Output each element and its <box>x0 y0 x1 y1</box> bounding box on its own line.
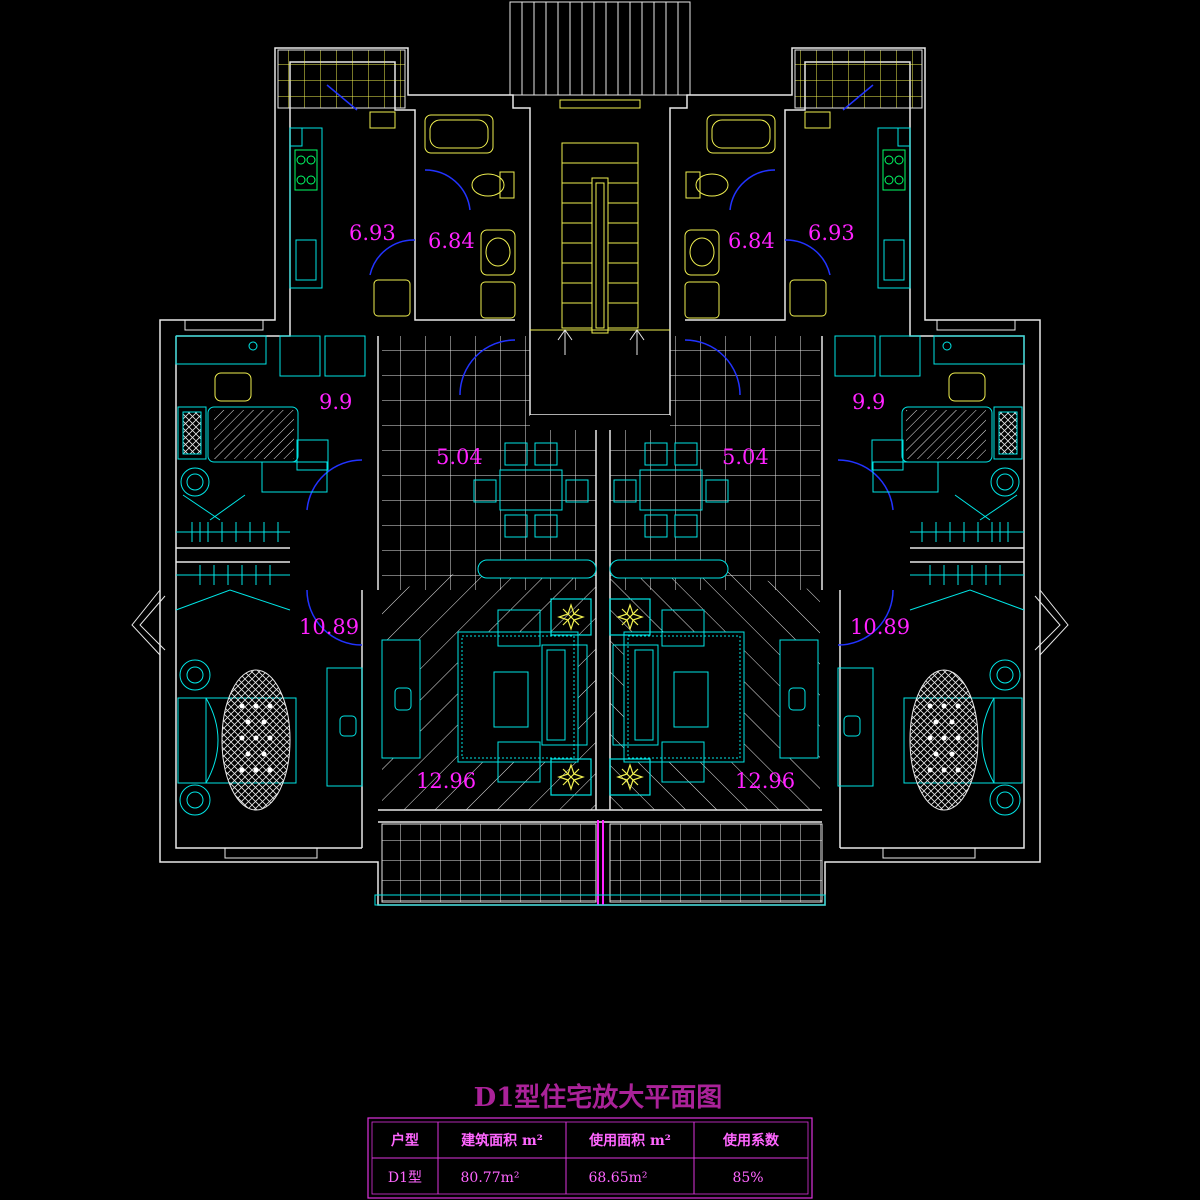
area-dining-left: 5.04 <box>436 445 483 469</box>
area-table: 户型 建筑面积 m² 使用面积 m² 使用系数 D1型 80.77m² 68.6… <box>367 1117 813 1199</box>
windows <box>131 319 1069 859</box>
area-living-right: 12.96 <box>735 769 795 793</box>
area-kitchen-right: 6.93 <box>808 221 855 245</box>
table-cell-gross-area: 80.77m² <box>461 1170 520 1186</box>
table-header-gross-area: 建筑面积 m² <box>461 1132 543 1149</box>
stair-core <box>509 1 691 355</box>
area-bath-right: 6.84 <box>728 229 775 253</box>
living-furniture <box>381 609 819 783</box>
table-header-ratio: 使用系数 <box>722 1132 780 1149</box>
area-kitchen-left: 6.93 <box>349 221 396 245</box>
table-header-usable-area: 使用面积 m² <box>588 1132 671 1149</box>
dining-sets <box>473 442 729 538</box>
room-area-labels: 6.93 6.84 6.84 6.93 9.9 9.9 5.04 5.04 10… <box>299 221 910 793</box>
exterior-walls <box>159 47 1041 906</box>
balcony-tiles <box>277 49 923 129</box>
drawing-title: D1型住宅放大平面图 <box>474 1082 723 1113</box>
bedroom2-furniture <box>175 335 1025 542</box>
table-cell-ratio: 85% <box>732 1170 763 1186</box>
area-master-right: 10.89 <box>850 615 910 639</box>
plant-icons <box>550 598 651 796</box>
door-swings <box>306 84 894 646</box>
table-cell-type: D1型 <box>388 1170 422 1186</box>
area-living-left: 12.96 <box>416 769 476 793</box>
table-header-type: 户型 <box>391 1132 419 1149</box>
area-bath-left: 6.84 <box>428 229 475 253</box>
bedspread-stars <box>239 703 961 773</box>
terrace <box>374 820 826 906</box>
master-bedroom-furniture <box>175 565 1025 816</box>
bathroom-fixtures <box>373 114 827 319</box>
area-bedroom2-right: 9.9 <box>852 390 885 414</box>
kitchen-fixtures <box>289 127 911 289</box>
area-dining-right: 5.04 <box>722 445 769 469</box>
table-cell-usable-area: 68.65m² <box>589 1170 648 1186</box>
area-master-left: 10.89 <box>299 615 359 639</box>
area-bedroom2-left: 9.9 <box>319 390 352 414</box>
